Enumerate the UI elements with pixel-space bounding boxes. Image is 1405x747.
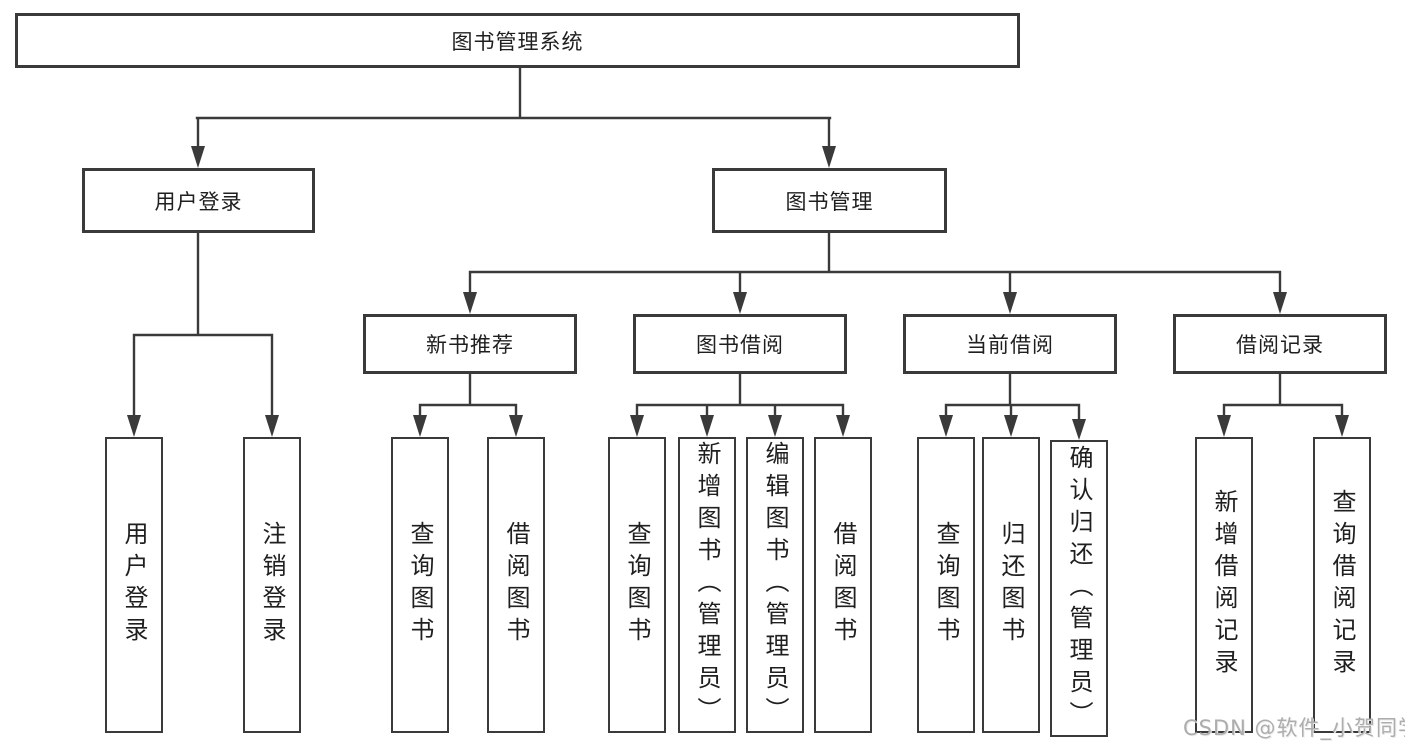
node-new-book-rec-label: 新书推荐 [426, 333, 514, 357]
node-borrow-records-label: 借阅记录 [1236, 333, 1324, 357]
node-current-borrow-label: 当前借阅 [966, 333, 1054, 357]
leaf-records-add-record-label: 新增借阅记录 [1210, 489, 1238, 681]
leaf-current-confirm-return-admin-label: 确认归还（管理员） [1065, 444, 1093, 733]
connector-root-to-level2 [191, 66, 836, 168]
node-book-borrow: 图书借阅 [633, 314, 847, 374]
leaf-current-query-book: 查询图书 [917, 437, 975, 733]
leaf-borrow-add-book-admin: 新增图书（管理员） [678, 437, 736, 733]
connector-user-login-group [127, 231, 279, 437]
node-book-mgmt-group: 图书管理 [712, 168, 947, 233]
leaf-current-return-book-label: 归还图书 [997, 521, 1025, 649]
leaf-newrec-query-book-label: 查询图书 [406, 521, 434, 649]
leaf-borrow-add-book-admin-label: 新增图书（管理员） [693, 441, 721, 729]
leaf-logout-label: 注销登录 [258, 521, 286, 649]
leaf-borrow-edit-book-admin-label: 编辑图书（管理员） [761, 441, 789, 729]
node-user-login-group-label: 用户登录 [154, 189, 243, 214]
leaf-records-add-record: 新增借阅记录 [1195, 437, 1253, 733]
leaf-newrec-borrow-book: 借阅图书 [487, 437, 545, 733]
node-book-mgmt-group-label: 图书管理 [785, 189, 874, 214]
node-new-book-rec: 新书推荐 [363, 314, 577, 374]
leaf-current-confirm-return-admin: 确认归还（管理员） [1050, 440, 1108, 737]
leaf-current-query-book-label: 查询图书 [932, 521, 960, 649]
leaf-current-return-book: 归还图书 [982, 437, 1040, 733]
connector-current-borrow-group [939, 372, 1086, 440]
node-borrow-records: 借阅记录 [1173, 314, 1387, 374]
node-current-borrow: 当前借阅 [903, 314, 1117, 374]
csdn-watermark: CSDN @软件_小贺同学 [1183, 716, 1405, 740]
connector-new-book-group [413, 372, 523, 437]
node-root: 图书管理系统 [15, 13, 1020, 68]
leaf-user-login: 用户登录 [105, 437, 163, 733]
node-user-login-group: 用户登录 [82, 168, 315, 233]
leaf-borrow-query-book-label: 查询图书 [623, 521, 651, 649]
leaf-borrow-borrow-book-label: 借阅图书 [829, 521, 857, 649]
node-root-label: 图书管理系统 [451, 29, 584, 54]
connector-borrow-records-group [1217, 372, 1349, 437]
node-book-borrow-label: 图书借阅 [696, 333, 784, 357]
leaf-user-login-label: 用户登录 [120, 521, 148, 649]
leaf-records-query-record: 查询借阅记录 [1313, 437, 1371, 733]
leaf-newrec-query-book: 查询图书 [391, 437, 449, 733]
leaf-borrow-edit-book-admin: 编辑图书（管理员） [746, 437, 804, 733]
leaf-borrow-borrow-book: 借阅图书 [814, 437, 872, 733]
leaf-newrec-borrow-book-label: 借阅图书 [502, 521, 530, 649]
connector-book-mgmt-group [463, 231, 1287, 314]
connector-book-borrow-group [630, 372, 850, 437]
leaf-records-query-record-label: 查询借阅记录 [1328, 489, 1356, 681]
leaf-borrow-query-book: 查询图书 [608, 437, 666, 733]
leaf-logout: 注销登录 [243, 437, 301, 733]
